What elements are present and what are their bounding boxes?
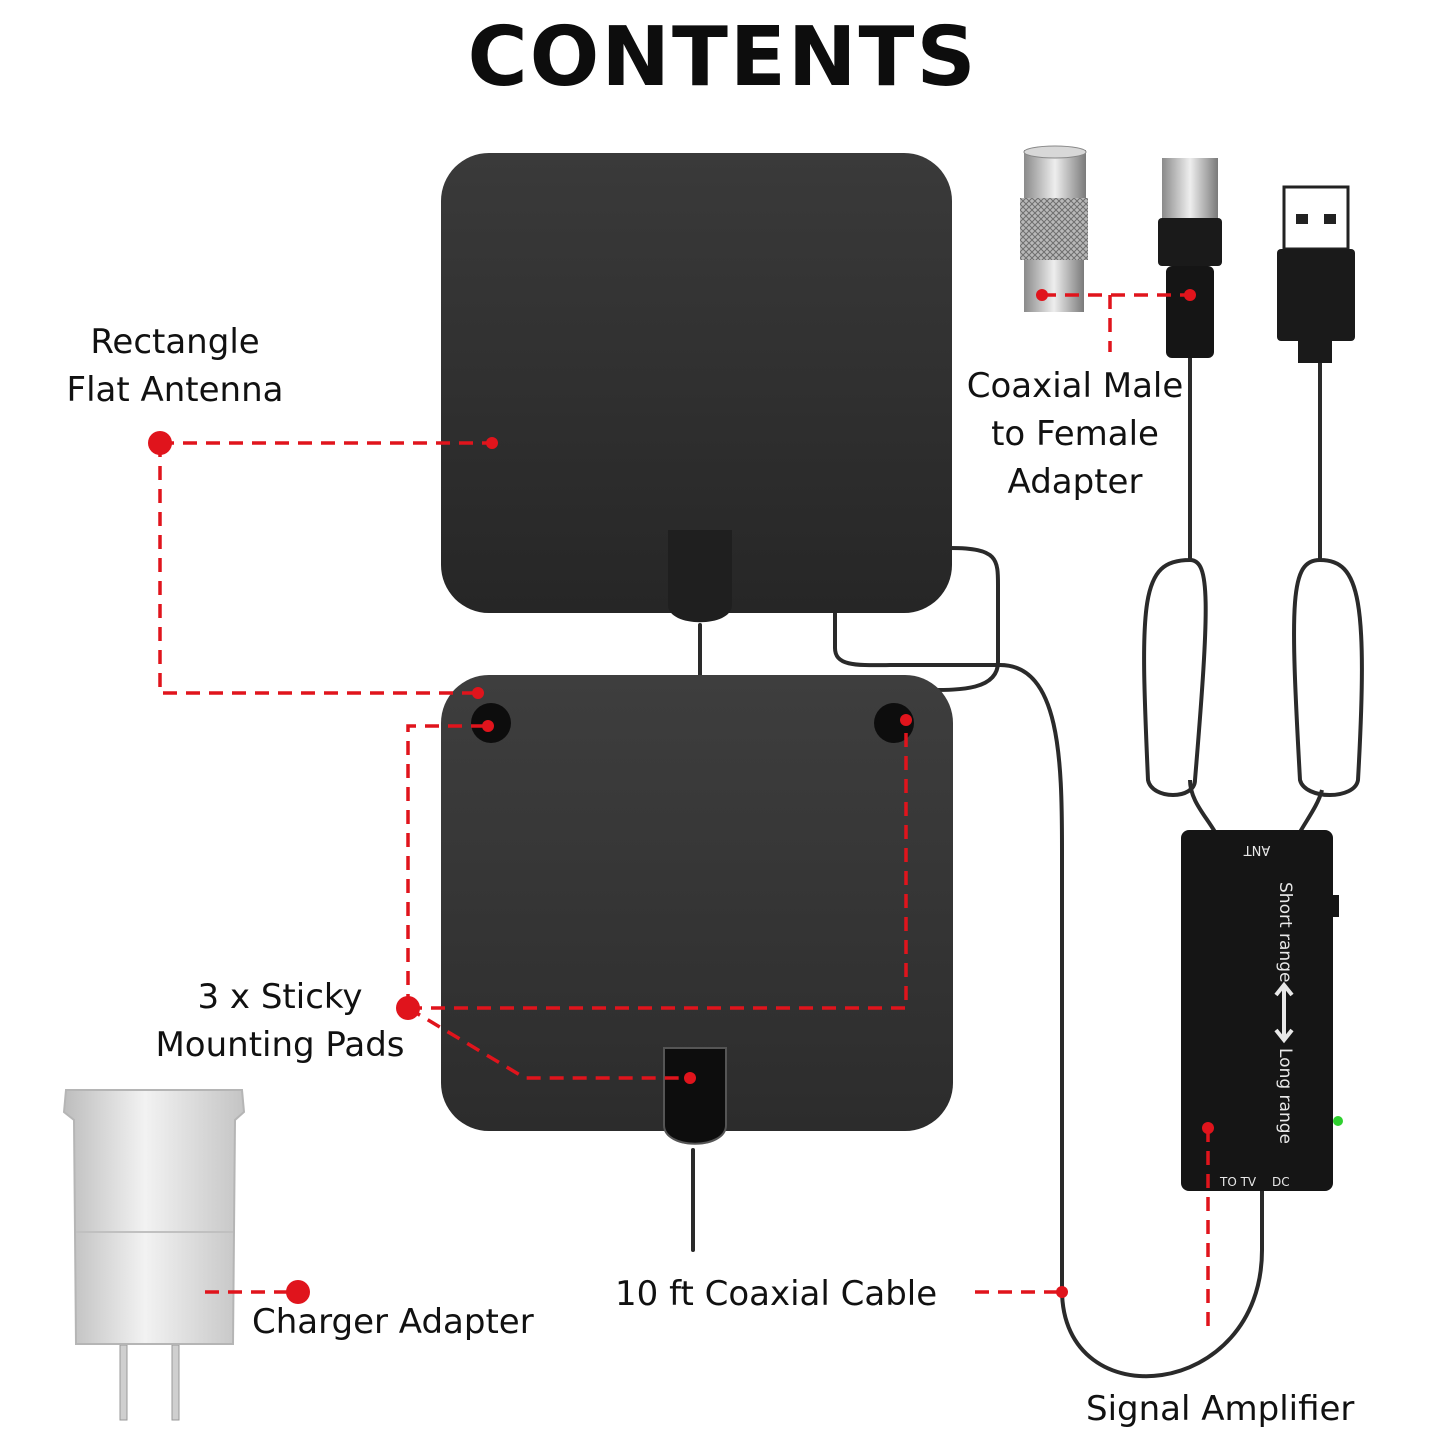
flat-antenna (441, 153, 952, 623)
antenna-back (441, 675, 953, 1145)
page-title: CONTENTS (467, 10, 978, 105)
adapter-label-line-1: Coaxial Male (966, 366, 1184, 406)
power-led (1333, 1116, 1343, 1126)
amp-short-range-marking: Short range (1275, 882, 1295, 982)
coaxial-cable (691, 546, 1264, 1379)
sticky-pad (874, 703, 914, 743)
pads-label-line-1: 3 x Sticky (197, 977, 363, 1017)
amplifier-cables (1142, 355, 1364, 834)
cable-label: 10 ft Coaxial Cable (615, 1274, 938, 1314)
callout-lines (158, 293, 1210, 1330)
range-arrow-icon (1274, 981, 1294, 1044)
amp-ant-marking: ANT (1244, 842, 1271, 857)
callout-dots (148, 289, 1214, 1304)
antenna-label: Rectangle Flat Antenna (55, 318, 295, 414)
charger-adapter (62, 1089, 246, 1421)
amp-long-range-marking: Long range (1275, 1048, 1295, 1144)
amplifier-label: Signal Amplifier (1086, 1389, 1355, 1429)
amp-to-tv-marking: TO TV (1219, 1175, 1257, 1189)
adapter-label-line-2: to Female (991, 414, 1159, 454)
signal-amplifier: ANT Short range Long range TO TV DC (1181, 830, 1343, 1191)
adapter-label: Coaxial Male to Female Adapter (950, 362, 1200, 506)
charger-label: Charger Adapter (252, 1302, 534, 1342)
usb-plug (1277, 185, 1355, 363)
pads-label: 3 x Sticky Mounting Pads (140, 973, 420, 1069)
coaxial-adapter (1020, 145, 1222, 358)
adapter-label-line-3: Adapter (1007, 462, 1143, 502)
antenna-label-line-2: Flat Antenna (66, 370, 284, 410)
antenna-label-line-1: Rectangle (90, 322, 260, 362)
pads-label-line-2: Mounting Pads (155, 1025, 405, 1065)
amp-dc-marking: DC (1272, 1175, 1290, 1189)
